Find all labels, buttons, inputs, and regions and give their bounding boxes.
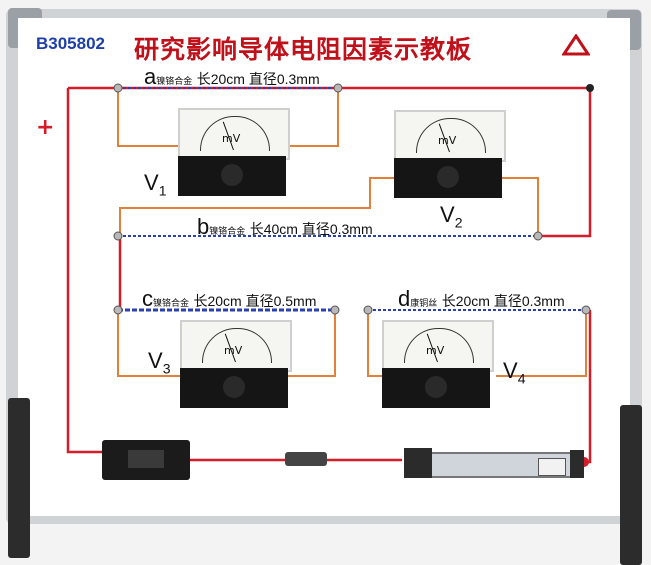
sliding-rheostat bbox=[404, 448, 584, 478]
stand-leg-left bbox=[8, 398, 30, 558]
voltmeter-v2: mV bbox=[394, 110, 506, 200]
circuit-wiring bbox=[66, 83, 594, 467]
wire-a-label: a镍铬合金 长20cm 直径0.3mm bbox=[144, 64, 320, 89]
board-title: 研究影响导体电阻因素示教板 bbox=[134, 35, 473, 64]
brand-logo bbox=[562, 34, 590, 56]
voltmeter-v4: mV bbox=[382, 320, 494, 410]
positive-terminal-sign: + bbox=[36, 115, 55, 140]
wire-d-label: d康铜丝 长20cm 直径0.3mm bbox=[398, 286, 565, 311]
voltmeter-v1: mV bbox=[178, 108, 290, 198]
voltmeter-v3-label: V3 bbox=[148, 348, 171, 377]
stand-leg-right bbox=[620, 405, 642, 565]
voltmeter-v2-label: V2 bbox=[440, 202, 463, 231]
voltmeter-v4-label: V4 bbox=[503, 358, 526, 387]
fuse-holder bbox=[285, 452, 327, 466]
wire-c-label: c镍铬合金 长20cm 直径0.5mm bbox=[142, 286, 317, 311]
voltmeter-v1-label: V1 bbox=[144, 170, 167, 199]
wire-b-label: b镍铬合金 长40cm 直径0.3mm bbox=[197, 214, 373, 239]
knife-switch bbox=[102, 440, 190, 480]
voltmeter-v3: mV bbox=[180, 320, 292, 410]
board-code: B305802 bbox=[36, 34, 106, 53]
